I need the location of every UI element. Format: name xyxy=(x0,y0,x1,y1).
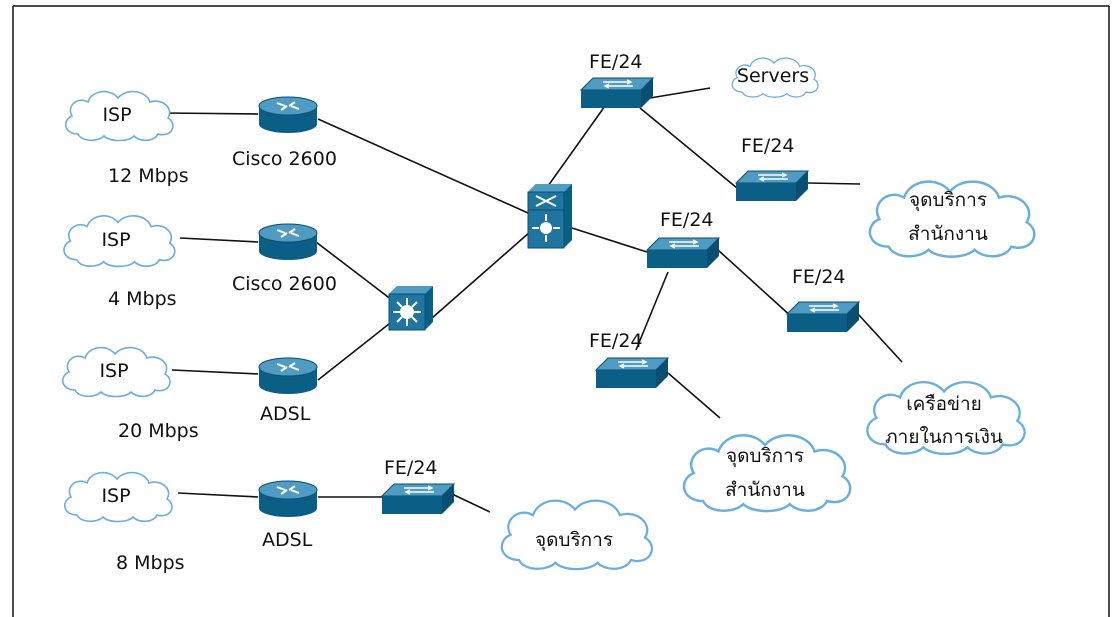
router-2 xyxy=(258,223,318,260)
speed-label-2: 4 Mbps xyxy=(108,288,177,310)
core-switch xyxy=(527,184,572,249)
frame xyxy=(12,5,1110,617)
switch-middle xyxy=(645,237,721,268)
cloud-office-2: จุดบริการ สำนักงาน xyxy=(682,433,852,513)
link-switchru-office1 xyxy=(807,182,861,185)
link-isp1-router1 xyxy=(163,112,259,115)
switch-label-bottom: FE/24 xyxy=(384,457,438,479)
link-router1-core xyxy=(317,118,529,214)
aggregation-switch-icon xyxy=(388,286,433,331)
cloud-label: ISP xyxy=(99,360,128,382)
cloud-isp-2: ISP xyxy=(63,214,176,268)
switch-label-top: FE/24 xyxy=(589,51,643,73)
link-switchmid-switchlower xyxy=(635,271,669,351)
router-label-2: Cisco 2600 xyxy=(232,273,337,295)
switch-bottom xyxy=(380,483,456,514)
cloud-service: จุดบริการ xyxy=(500,499,654,571)
cloud-isp-1: ISP xyxy=(64,90,174,142)
router-icon xyxy=(258,223,318,260)
link-isp2-router2 xyxy=(179,237,259,243)
router-label-3: ADSL xyxy=(260,403,311,425)
router-icon xyxy=(258,357,318,394)
cloud-label: จุดบริการ xyxy=(726,445,804,468)
multilayer-switch-icon xyxy=(527,184,572,249)
switch-top xyxy=(579,77,655,108)
speed-label-3: 20 Mbps xyxy=(118,420,199,442)
link-switchbottom-service xyxy=(451,493,491,513)
speed-label-1: 12 Mbps xyxy=(108,165,189,187)
cloud-label: ภายในการเงิน xyxy=(885,426,1003,448)
cloud-isp-3: ISP xyxy=(61,346,171,398)
link-router2-agg xyxy=(315,241,393,301)
link-core-switchmid xyxy=(571,227,648,253)
speed-label-4: 8 Mbps xyxy=(116,552,185,574)
cloud-finance: เครือข่าย ภายในการเงิน xyxy=(865,380,1027,456)
switch-icon xyxy=(594,357,670,388)
cloud-servers: Servers xyxy=(731,57,819,99)
router-4 xyxy=(258,480,318,517)
cloud-label: เครือข่าย xyxy=(906,393,982,415)
router-label-4: ADSL xyxy=(262,529,313,551)
link-switchmid-switchrl xyxy=(717,249,794,319)
switch-right-upper xyxy=(734,170,810,201)
switch-lower-left xyxy=(594,357,670,388)
cloud-label: จุดบริการ xyxy=(909,189,987,212)
switch-right-lower xyxy=(785,301,861,332)
link-core-switchtop xyxy=(547,105,606,187)
cloud-label: Servers xyxy=(737,65,809,87)
switch-label-middle: FE/24 xyxy=(660,209,714,231)
link-switchrl-finance xyxy=(857,313,903,363)
link-isp4-router4 xyxy=(177,492,259,498)
link-isp3-router3 xyxy=(171,369,259,375)
link-router3-agg xyxy=(317,319,395,381)
router-icon xyxy=(258,480,318,517)
switch-icon xyxy=(380,483,456,514)
cloud-label: จุดบริการ xyxy=(535,529,613,552)
aggregation-switch xyxy=(388,286,433,331)
router-3 xyxy=(258,357,318,394)
link-switchtop-servers xyxy=(649,87,711,99)
cloud-label: สำนักงาน xyxy=(908,223,988,245)
cloud-label: ISP xyxy=(101,485,130,507)
switch-label-lower-left: FE/24 xyxy=(589,330,643,352)
router-1 xyxy=(258,96,318,133)
router-label-1: Cisco 2600 xyxy=(232,148,337,170)
switch-icon xyxy=(785,301,861,332)
link-switchlower-office2 xyxy=(667,372,721,419)
cloud-label: ISP xyxy=(102,104,131,126)
switch-label-right-upper: FE/24 xyxy=(741,135,795,157)
switch-icon xyxy=(645,237,721,268)
cloud-label: สำนักงาน xyxy=(725,479,805,501)
switch-icon xyxy=(734,170,810,201)
link-switchtop-switchru xyxy=(639,107,738,189)
switch-label-right-lower: FE/24 xyxy=(792,266,846,288)
cloud-office-1: จุดบริการ สำนักงาน xyxy=(868,180,1036,258)
switch-icon xyxy=(579,77,655,108)
router-icon xyxy=(258,96,318,133)
connections xyxy=(163,87,903,513)
link-agg-core xyxy=(431,231,531,319)
cloud-isp-4: ISP xyxy=(63,471,173,523)
cloud-label: ISP xyxy=(101,229,130,251)
